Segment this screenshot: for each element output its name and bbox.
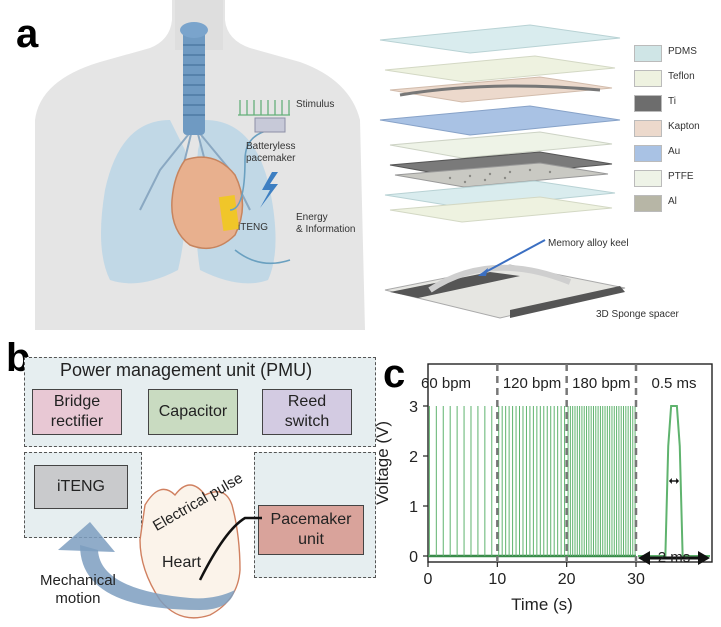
legend-label: PTFE [668, 171, 694, 182]
legend-item-au: Au [634, 145, 718, 162]
stimulus-label: Stimulus [296, 99, 335, 110]
arrowhead [698, 551, 710, 565]
legend-item-pdms: PDMS [634, 45, 718, 62]
segment-label: 120 bpm [503, 375, 561, 392]
legend-item-kapton: Kapton [634, 120, 718, 137]
inset-width-label: 0.5 ms [651, 375, 696, 392]
x-tick-label: 10 [488, 571, 506, 588]
legend-label: Au [668, 146, 681, 157]
legend-item-ptfe: PTFE [634, 170, 718, 187]
panel-letter-c: c [383, 352, 406, 396]
legend-swatch [634, 120, 662, 137]
x-axis-label: Time (s) [511, 595, 573, 614]
energy-label: Energy & Information [296, 212, 356, 235]
keel-label: Memory alloy keel [548, 238, 629, 249]
legend-swatch [634, 145, 662, 162]
capacitor-box: Capacitor [148, 389, 238, 435]
pmu-title: Power management unit (PMU) [60, 360, 313, 380]
legend-swatch [634, 45, 662, 62]
sponge-label: 3D Sponge spacer [596, 309, 679, 320]
legend-item-ti: Ti [634, 95, 718, 112]
x-tick-label: 20 [558, 571, 576, 588]
legend-label: PDMS [668, 46, 697, 57]
y-tick-label: 3 [409, 399, 418, 416]
legend-swatch [634, 170, 662, 187]
y-tick-label: 1 [409, 499, 418, 516]
legend-item-al: Al [634, 195, 718, 212]
segment-label: 180 bpm [572, 375, 630, 392]
x-tick-label: 0 [424, 571, 433, 588]
legend-label: Teflon [668, 71, 695, 82]
y-axis-label: Voltage (V) [373, 421, 392, 505]
legend-label: Al [668, 196, 677, 207]
pacemaker-label: Batteryless pacemaker [246, 141, 296, 164]
x-tick-label: 30 [627, 571, 645, 588]
mechanical-motion-label: Mechanical motion [40, 572, 116, 607]
voltage-chart: 60 bpm 120 bpm 180 bpm 0.5 ms 2 ms 0 10 20 30 0 1 2… [373, 363, 713, 614]
y-tick-label: 2 [409, 449, 418, 466]
legend-swatch [634, 70, 662, 87]
segment-label: 60 bpm [421, 375, 471, 392]
legend-swatch [634, 195, 662, 212]
heart-diagram [58, 484, 262, 619]
panel-letter-a: a [16, 12, 39, 56]
legend-swatch [634, 95, 662, 112]
iteng-label-a: iTENG [238, 222, 268, 233]
heart-label: Heart [162, 554, 202, 571]
layer-stack-illustration [379, 24, 626, 319]
y-tick-label: 0 [409, 549, 418, 566]
pacemaker-unit-box: Pacemaker unit [258, 505, 364, 555]
arrowhead [638, 551, 650, 565]
bridge-rectifier-box: Bridge rectifier [32, 389, 122, 435]
anatomy-illustration [35, 0, 365, 330]
iteng-box: iTENG [34, 465, 128, 509]
arrowhead [676, 478, 680, 484]
arrowhead [668, 478, 672, 484]
legend-label: Ti [668, 96, 676, 107]
reed-switch-box: Reed switch [262, 389, 352, 435]
inset-window-label: 2 ms [658, 549, 691, 566]
plot-frame [427, 363, 713, 563]
inset-pulse [638, 405, 710, 557]
legend-item-teflon: Teflon [634, 70, 718, 87]
legend-label: Kapton [668, 121, 700, 132]
